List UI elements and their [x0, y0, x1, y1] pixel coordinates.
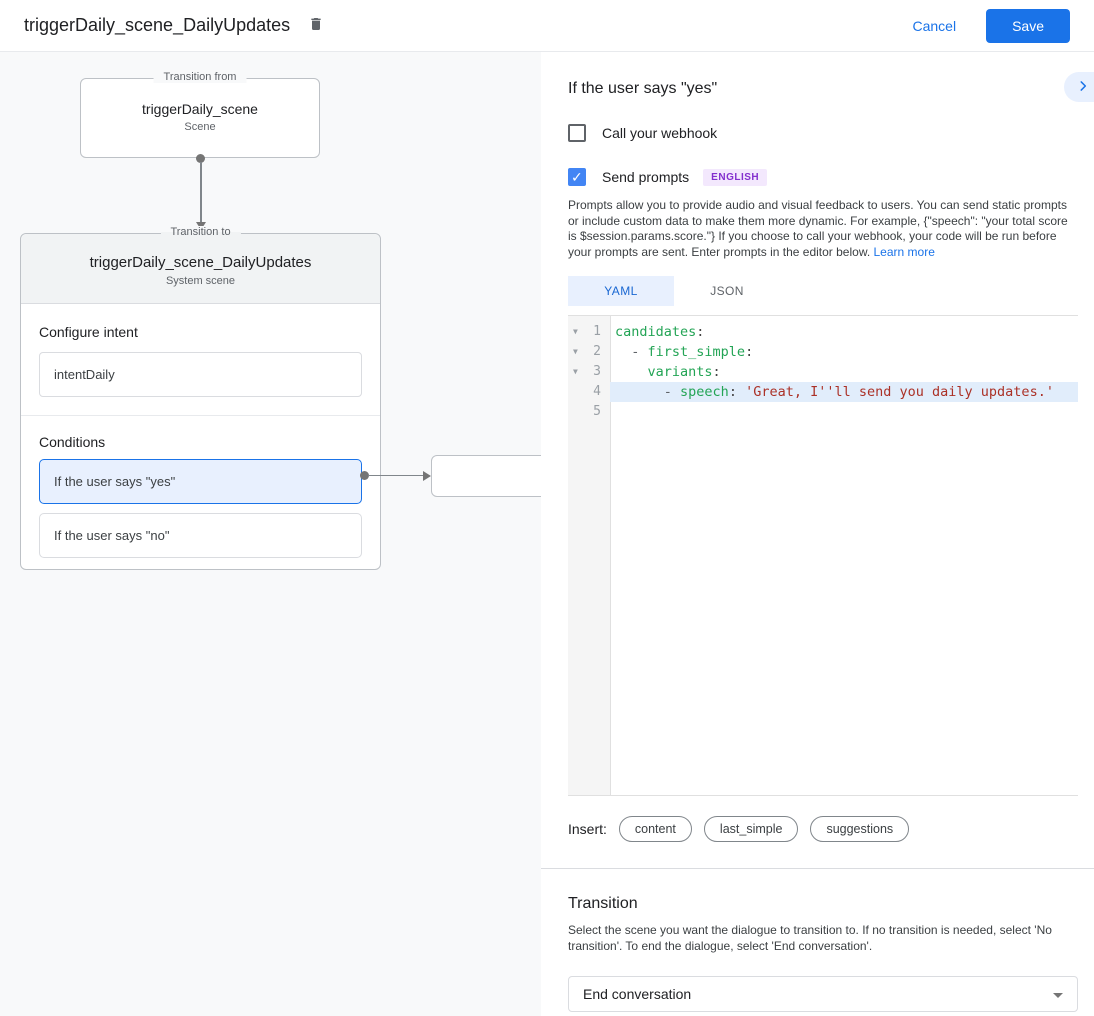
scene-flow-canvas: Transition from triggerDaily_scene Scene…: [0, 52, 541, 1016]
transition-to-legend: Transition to: [160, 226, 241, 238]
send-prompts-checkbox[interactable]: [568, 168, 586, 186]
section-divider: [21, 415, 380, 416]
panel-divider: [541, 868, 1094, 869]
call-webhook-checkbox[interactable]: [568, 124, 586, 142]
code-text: variants:: [647, 364, 721, 380]
line-gutter: ▼3: [568, 362, 610, 382]
code-text: candidates:: [615, 324, 705, 340]
language-badge: ENGLISH: [703, 168, 768, 186]
transition-to-node: Transition to triggerDaily_scene_DailyUp…: [20, 226, 381, 570]
transition-target-node[interactable]: [431, 455, 541, 497]
configure-intent-heading: Configure intent: [39, 324, 138, 340]
code-text: [610, 402, 1078, 422]
conditions-heading: Conditions: [39, 434, 106, 450]
transition-from-legend: Transition from: [153, 71, 247, 83]
transition-from-node[interactable]: Transition from triggerDaily_scene Scene: [80, 71, 320, 158]
code-text: - speech: 'Great, I''ll send you daily u…: [610, 382, 1078, 402]
call-webhook-row[interactable]: Call your webhook: [568, 124, 1078, 142]
line-gutter: 4: [568, 382, 610, 402]
insert-chip-suggestions[interactable]: suggestions: [810, 816, 910, 842]
flow-arrow-down: [195, 154, 206, 230]
collapse-panel-button[interactable]: [1064, 72, 1094, 102]
from-scene-name: triggerDaily_scene: [142, 101, 258, 117]
send-prompts-label: Send prompts: [602, 169, 690, 185]
line-number: 4: [593, 384, 601, 399]
line-gutter: 5: [568, 402, 610, 422]
learn-more-link[interactable]: Learn more: [873, 244, 935, 259]
to-scene-type: System scene: [165, 275, 236, 287]
condition-item[interactable]: If the user says "no": [39, 513, 362, 558]
connector-dot: [196, 154, 205, 163]
conditions-list: If the user says "yes" If the user says "…: [39, 459, 362, 558]
insert-chips: content last_simple suggestions: [607, 816, 910, 842]
editor-format-tabs: YAML JSON: [568, 276, 1078, 306]
transition-heading: Transition: [568, 895, 638, 912]
cancel-button[interactable]: Cancel: [912, 17, 957, 34]
fold-arrow-icon[interactable]: ▼: [573, 367, 578, 376]
call-webhook-label: Call your webhook: [602, 125, 718, 141]
fold-arrow-icon[interactable]: ▼: [573, 327, 578, 336]
line-gutter: ▼1: [568, 322, 610, 342]
delete-scene-button[interactable]: [308, 15, 324, 36]
fold-arrow-icon[interactable]: ▼: [573, 347, 578, 356]
line-number: 5: [593, 404, 601, 419]
insert-label: Insert:: [568, 821, 607, 837]
connector-dot: [360, 471, 369, 480]
editor-line[interactable]: ▼2 - first_simple:: [568, 342, 1078, 362]
tab-yaml[interactable]: YAML: [568, 276, 674, 306]
conditions-section: Conditions If the user says "yes"If the …: [39, 416, 362, 558]
insert-row: Insert: content last_simple suggestions: [568, 816, 1078, 842]
condition-item[interactable]: If the user says "yes": [39, 459, 362, 504]
condition-detail-panel: If the user says "yes" Call your webhook…: [541, 52, 1094, 1016]
chevron-right-icon: [1076, 79, 1090, 96]
dropdown-caret-icon: [1053, 993, 1063, 998]
prompts-description-text: Prompts allow you to provide audio and v…: [568, 198, 1068, 259]
insert-chip-content[interactable]: content: [618, 816, 692, 842]
line-number: 2: [593, 344, 601, 359]
editor-line[interactable]: ▼3 variants:: [568, 362, 1078, 382]
transition-description: Select the scene you want the dialogue t…: [568, 923, 1052, 953]
page-title: triggerDaily_scene_DailyUpdates: [24, 15, 291, 35]
line-number: 3: [593, 364, 601, 379]
to-scene-name: triggerDaily_scene_DailyUpdates: [89, 254, 312, 271]
line-number: 1: [593, 324, 601, 339]
scene-card-header[interactable]: triggerDaily_scene_DailyUpdates System s…: [21, 234, 380, 304]
tab-json[interactable]: JSON: [710, 284, 744, 298]
flow-arrow-right: [360, 470, 432, 481]
from-scene-type: Scene: [184, 121, 216, 133]
connector-line: [200, 162, 202, 222]
insert-chip-last_simple[interactable]: last_simple: [703, 816, 799, 842]
panel-title: If the user says "yes": [568, 80, 718, 97]
transition-selected-value: End conversation: [583, 986, 692, 1002]
intent-item[interactable]: intentDaily: [39, 352, 362, 397]
editor-line[interactable]: 5: [568, 402, 1078, 422]
line-gutter: ▼2: [568, 342, 610, 362]
arrowhead-right-icon: [423, 470, 431, 481]
trash-icon: [308, 15, 324, 36]
code-text: - first_simple:: [631, 344, 754, 360]
save-button[interactable]: Save: [986, 8, 1070, 43]
transition-select[interactable]: End conversation: [568, 976, 1078, 1012]
connector-line: [368, 474, 424, 476]
app-header: triggerDaily_scene_DailyUpdates Cancel S…: [0, 0, 1094, 52]
editor-line[interactable]: 4 - speech: 'Great, I''ll send you daily…: [568, 382, 1078, 402]
send-prompts-row[interactable]: Send prompts ENGLISH: [568, 168, 1078, 186]
prompts-description: Prompts allow you to provide audio and v…: [568, 198, 1078, 260]
scene-card-body: Configure intent intentDaily Conditions …: [21, 304, 380, 558]
